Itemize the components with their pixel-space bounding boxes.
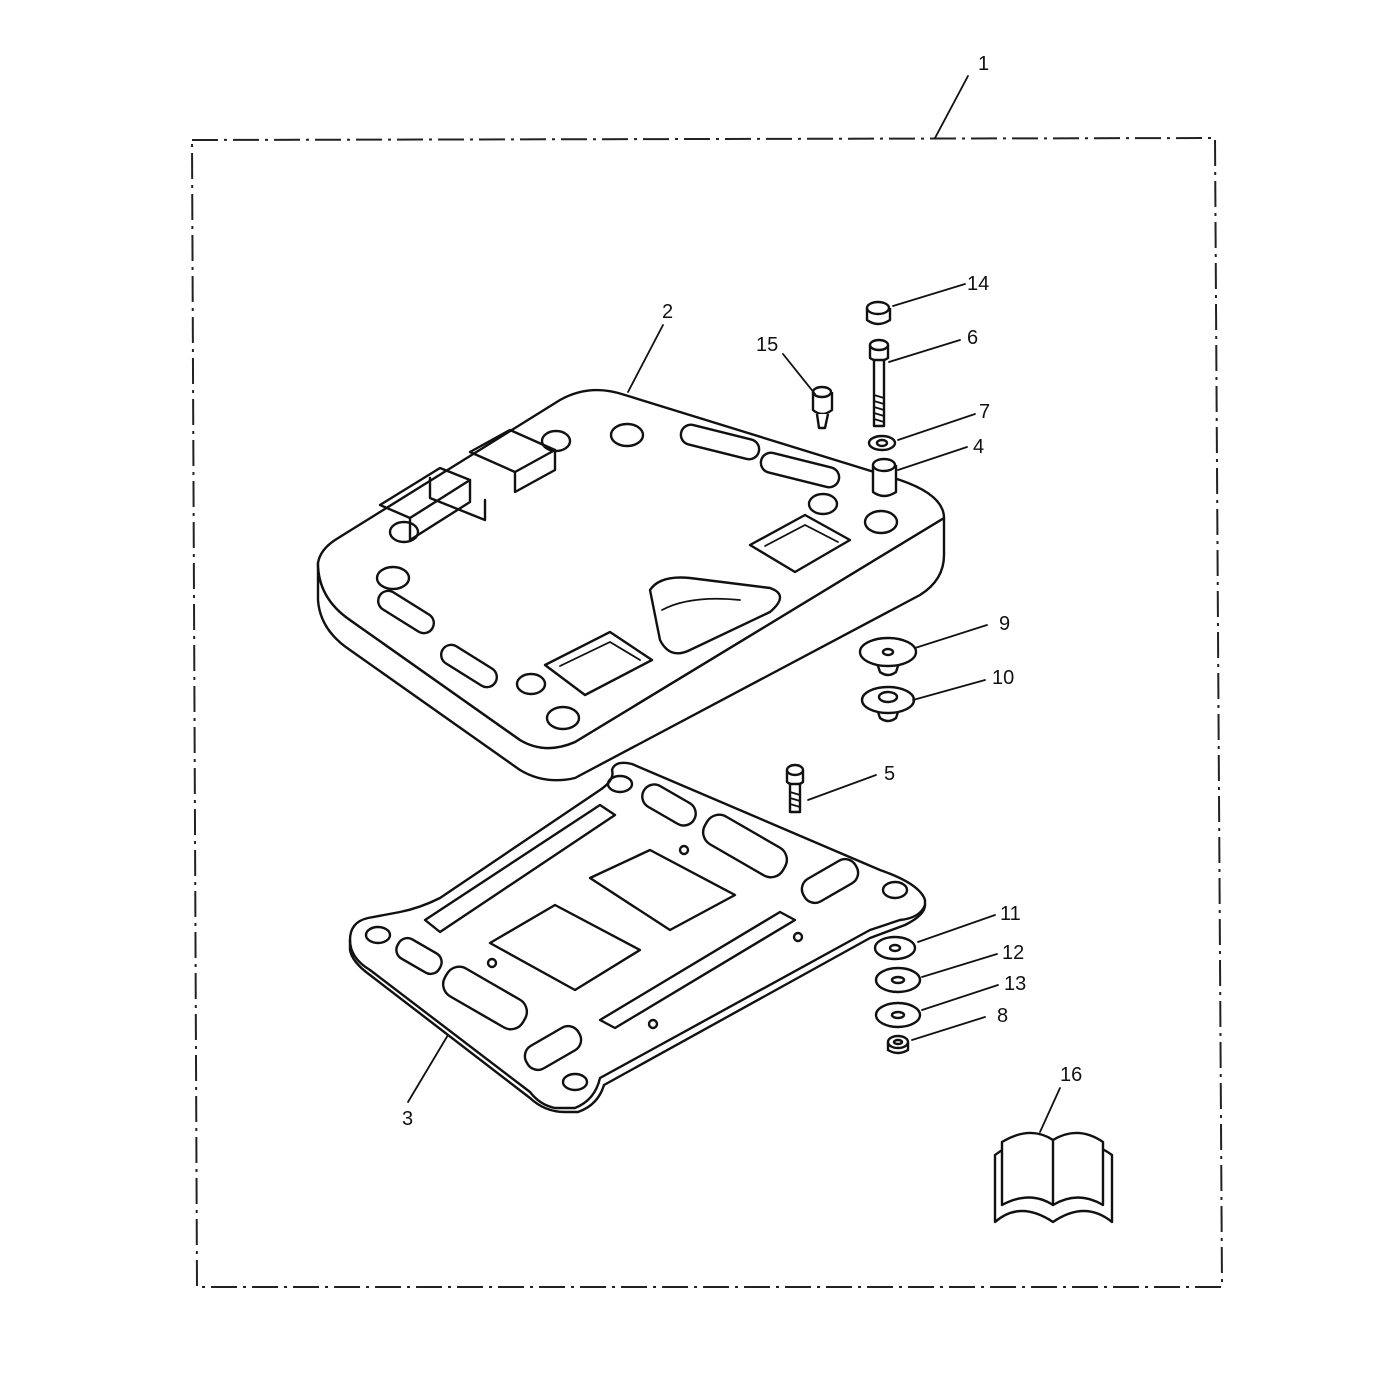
callout-1: 1 [978, 53, 989, 75]
top-plate [316, 388, 946, 782]
callout-15: 15 [756, 334, 778, 356]
grommet-10 [860, 685, 916, 723]
callout-4: 4 [973, 436, 984, 458]
callout-10: 10 [992, 667, 1014, 689]
washer-12 [874, 966, 922, 994]
callout-13: 13 [1004, 973, 1026, 995]
callout-9: 9 [999, 613, 1010, 635]
long-screw [868, 338, 890, 428]
plug [811, 385, 834, 430]
washer-11 [873, 935, 917, 961]
callout-14: 14 [967, 273, 989, 295]
callout-3: 3 [402, 1108, 413, 1130]
callout-numbers: 1 2 3 4 5 6 7 8 9 10 11 12 13 14 15 16 [402, 53, 1082, 1130]
callout-11: 11 [1000, 903, 1021, 925]
washer-13 [874, 1001, 922, 1029]
open-book-icon [993, 1131, 1114, 1224]
leader-lines [407, 75, 1061, 1133]
base-plate [348, 761, 927, 1114]
callout-16: 16 [1060, 1064, 1082, 1086]
washer-7 [867, 434, 897, 452]
callout-8: 8 [997, 1005, 1008, 1027]
cap [865, 300, 892, 326]
callout-5: 5 [884, 763, 895, 785]
grommet-9 [858, 636, 918, 677]
kit-boundary-frame [190, 136, 1224, 1288]
callout-2: 2 [662, 301, 673, 323]
nut [886, 1034, 910, 1055]
spacer [871, 457, 898, 498]
callout-7: 7 [979, 401, 990, 423]
callout-6: 6 [967, 327, 978, 349]
short-screw [785, 763, 805, 814]
callout-12: 12 [1002, 942, 1024, 964]
